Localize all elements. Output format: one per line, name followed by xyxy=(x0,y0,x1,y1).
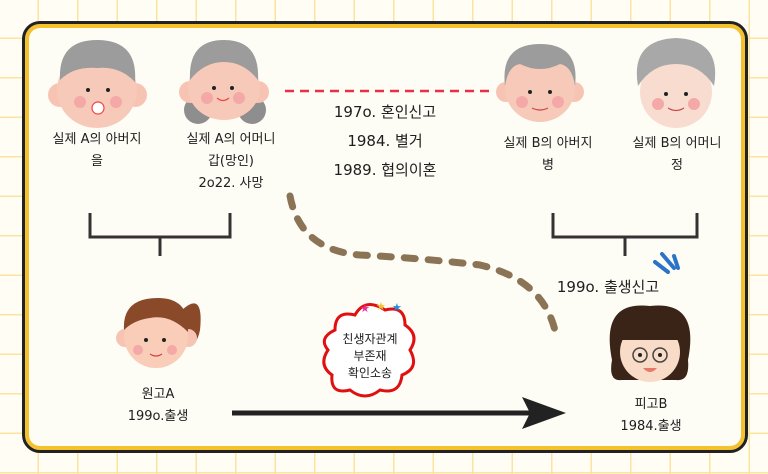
defendant-face-icon xyxy=(609,305,691,382)
b-father-label: 실제 B의 아버지 병 xyxy=(504,133,593,177)
marriage-events: 197o. 혼인신고 1984. 별거 1989. 협의이혼 xyxy=(334,98,437,185)
plaintiff-label: 원고A 199o.출생 xyxy=(128,384,189,428)
lawsuit-line-3: 확인소송 xyxy=(347,366,393,380)
arrow-head-icon xyxy=(522,397,566,429)
lawsuit-cloud xyxy=(322,303,416,398)
b-father-role: 실제 B의 아버지 xyxy=(503,136,593,151)
burst-icon xyxy=(653,252,680,274)
defendant-birth: 1984.출생 xyxy=(620,419,682,434)
a-mother-role: 실제 A의 어머니 xyxy=(186,132,276,147)
b-parents-bracket xyxy=(551,213,699,256)
b-father-name: 병 xyxy=(542,158,554,173)
a-father-face-icon xyxy=(48,40,147,128)
birth-report-label: 199o. 출생신고 xyxy=(556,278,660,296)
a-mother-face-icon xyxy=(179,40,269,124)
b-mother-label: 실제 B의 어머니 정 xyxy=(633,133,722,177)
b-mother-role: 실제 B의 어머니 xyxy=(632,136,722,151)
a-parents-bracket xyxy=(88,213,232,256)
b-father-face-icon xyxy=(496,44,584,122)
svg-text:★: ★ xyxy=(392,301,402,314)
plaintiff-name: 원고A xyxy=(141,387,175,402)
birth-report-path xyxy=(286,192,560,339)
event-marriage: 197o. 혼인신고 xyxy=(333,103,437,121)
plaintiff-face-icon xyxy=(116,298,201,368)
event-divorce: 1989. 협의이혼 xyxy=(333,161,437,179)
a-father-role: 실제 A의 아버지 xyxy=(52,132,142,147)
a-father-label: 실제 A의 아버지 을 xyxy=(53,129,142,173)
lawsuit-line-1: 친생자관계 xyxy=(342,332,398,346)
a-father-name: 을 xyxy=(91,154,103,169)
lawsuit-line-2: 부존재 xyxy=(353,349,387,363)
svg-text:★: ★ xyxy=(360,302,370,315)
b-mother-name: 정 xyxy=(671,158,683,173)
event-separation: 1984. 별거 xyxy=(347,132,423,150)
svg-text:★: ★ xyxy=(376,300,386,313)
b-mother-face-icon xyxy=(636,38,716,128)
lawsuit-label: 친생자관계 부존재 확인소송 xyxy=(342,331,397,382)
plaintiff-birth: 199o.출생 xyxy=(127,409,189,424)
a-mother-label: 실제 A의 어머니 갑(망인) 2o22. 사망 xyxy=(187,129,276,195)
a-mother-name: 갑(망인) xyxy=(207,154,255,169)
stars-icon: ★ ★ ★ xyxy=(360,300,402,315)
defendant-name: 피고B xyxy=(634,397,668,412)
a-mother-death: 2o22. 사망 xyxy=(198,176,264,191)
defendant-label: 피고B 1984.출생 xyxy=(620,394,681,438)
